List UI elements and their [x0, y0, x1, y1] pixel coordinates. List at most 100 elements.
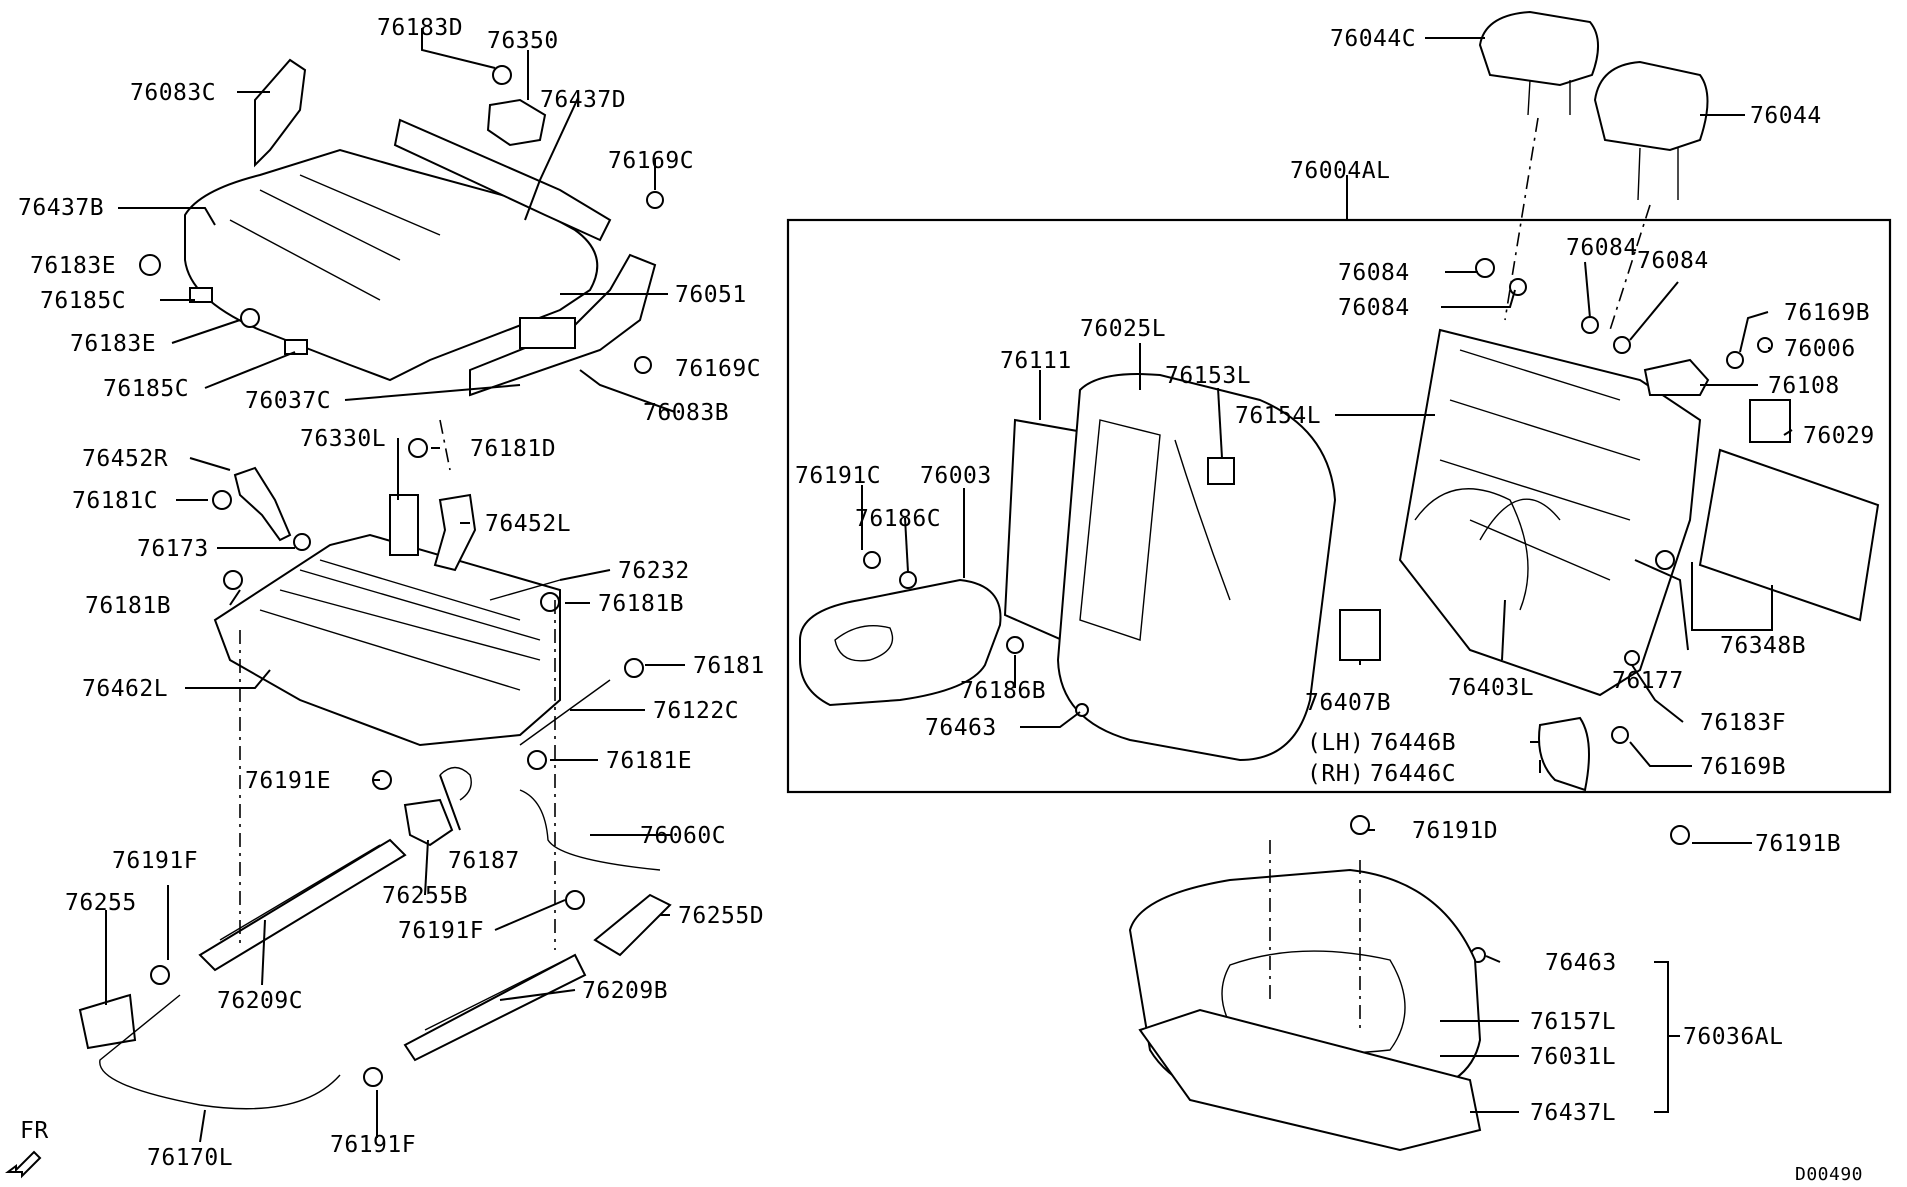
label-76084-d: 76084 — [1637, 248, 1709, 274]
label-76185C-a: 76185C — [40, 288, 126, 314]
label-76350: 76350 — [487, 28, 559, 54]
frame-rail-76437D — [393, 118, 612, 242]
label-76083C: 76083C — [130, 80, 216, 106]
label-76191F-a: 76191F — [112, 848, 198, 874]
label-76157L: 76157L — [1530, 1009, 1616, 1035]
label-76181B-b: 76181B — [598, 591, 684, 617]
cover-76255 — [78, 993, 137, 1050]
label-76084-a: 76084 — [1338, 260, 1410, 286]
rail-76209B — [403, 953, 587, 1062]
label-76006: 76006 — [1784, 336, 1856, 362]
label-76186C: 76186C — [855, 506, 941, 532]
label-76169B-a: 76169B — [1784, 300, 1870, 326]
label-76031L: 76031L — [1530, 1044, 1616, 1070]
seatback-assembly-frame — [786, 218, 1892, 794]
label-76060C: 76060C — [640, 823, 726, 849]
label-76446B: 76446B — [1370, 730, 1456, 756]
seatback-cushion-76025L — [1056, 373, 1337, 762]
label-76183E-a: 76183E — [30, 253, 116, 279]
latch-76330L — [389, 494, 419, 556]
rail-76209C — [198, 838, 407, 972]
label-76111: 76111 — [1000, 348, 1072, 374]
pad-76437L — [1138, 1008, 1482, 1152]
label-76044C: 76044C — [1330, 26, 1416, 52]
label-direction: FR — [20, 1118, 49, 1144]
block-76350 — [486, 98, 547, 147]
label-76209C: 76209C — [217, 988, 303, 1014]
label-76181: 76181 — [693, 653, 765, 679]
label-76177: 76177 — [1612, 668, 1684, 694]
label-76029: 76029 — [1803, 423, 1875, 449]
fastener-group-right — [863, 258, 1773, 963]
label-76051: 76051 — [675, 282, 747, 308]
label-76004AL: 76004AL — [1290, 158, 1390, 184]
label-76169C-a: 76169C — [608, 148, 694, 174]
front-direction-arrow — [5, 1150, 42, 1179]
label-76452R: 76452R — [82, 446, 168, 472]
tag-76153L — [1207, 457, 1235, 485]
cover-76255D — [593, 893, 672, 957]
side-cover-76083B — [469, 253, 657, 397]
label-76181B-a: 76181B — [85, 593, 171, 619]
label-76083B: 76083B — [643, 400, 729, 426]
cover-76446 — [1538, 716, 1590, 792]
fastener-group-left — [139, 65, 664, 1087]
leader-lines — [105, 28, 1793, 1143]
seat-frame-76462L — [213, 533, 561, 747]
headrest-76044 — [1593, 60, 1709, 152]
panel-76348B — [1698, 448, 1880, 622]
label-76407B: 76407B — [1305, 690, 1391, 716]
label-76187: 76187 — [448, 848, 520, 874]
pad-76407B — [1339, 609, 1381, 661]
label-76044: 76044 — [1750, 103, 1822, 129]
label-76191B: 76191B — [1755, 831, 1841, 857]
label-76183D: 76183D — [377, 15, 463, 41]
bracket-76452L — [433, 493, 477, 572]
label-76191F-c: 76191F — [330, 1132, 416, 1158]
label-76153L: 76153L — [1165, 363, 1251, 389]
label-diagram-code: D00490 — [1795, 1164, 1863, 1185]
label-76191D: 76191D — [1412, 818, 1498, 844]
label-76003: 76003 — [920, 463, 992, 489]
latch-76108 — [1643, 358, 1710, 396]
label-76403L: 76403L — [1448, 675, 1534, 701]
label-lh: (LH) — [1307, 730, 1364, 756]
label-76181D: 76181D — [470, 436, 556, 462]
label-76348B: 76348B — [1720, 633, 1806, 659]
label-76183F: 76183F — [1700, 710, 1786, 736]
label-76330L: 76330L — [300, 426, 386, 452]
label-76255: 76255 — [65, 890, 137, 916]
part-labels: 76183D 76350 76083C 76437D 76169C 76437B… — [18, 15, 1875, 1185]
label-76446C: 76446C — [1370, 761, 1456, 787]
headrest-76044C — [1478, 10, 1599, 87]
label-76170L: 76170L — [147, 1145, 233, 1171]
label-76191F-b: 76191F — [398, 918, 484, 944]
label-76209B: 76209B — [582, 978, 668, 1004]
label-76181C: 76181C — [72, 488, 158, 514]
label-76452L: 76452L — [485, 511, 571, 537]
label-76154L: 76154L — [1235, 403, 1321, 429]
label-rh: (RH) — [1307, 761, 1364, 787]
label-76084-c: 76084 — [1566, 235, 1638, 261]
armrest-76003 — [799, 578, 1002, 707]
label-76037C: 76037C — [245, 388, 331, 414]
label-76036AL: 76036AL — [1683, 1024, 1783, 1050]
label-76462L: 76462L — [82, 676, 168, 702]
side-shield-76083C — [254, 58, 307, 168]
label-76463-a: 76463 — [925, 715, 997, 741]
label-76025L: 76025L — [1080, 316, 1166, 342]
label-76437L: 76437L — [1530, 1100, 1616, 1126]
label-76463-b: 76463 — [1545, 950, 1617, 976]
label-76169C-b: 76169C — [675, 356, 761, 382]
label-76186B: 76186B — [960, 678, 1046, 704]
anchor-76452R — [233, 466, 292, 542]
label-76122C: 76122C — [653, 698, 739, 724]
label-76185C-b: 76185C — [103, 376, 189, 402]
label-76173: 76173 — [137, 536, 209, 562]
label-76108: 76108 — [1768, 373, 1840, 399]
label-76191E: 76191E — [245, 768, 331, 794]
label-76181E: 76181E — [606, 748, 692, 774]
label-76255B: 76255B — [382, 883, 468, 909]
label-76437D: 76437D — [540, 87, 626, 113]
